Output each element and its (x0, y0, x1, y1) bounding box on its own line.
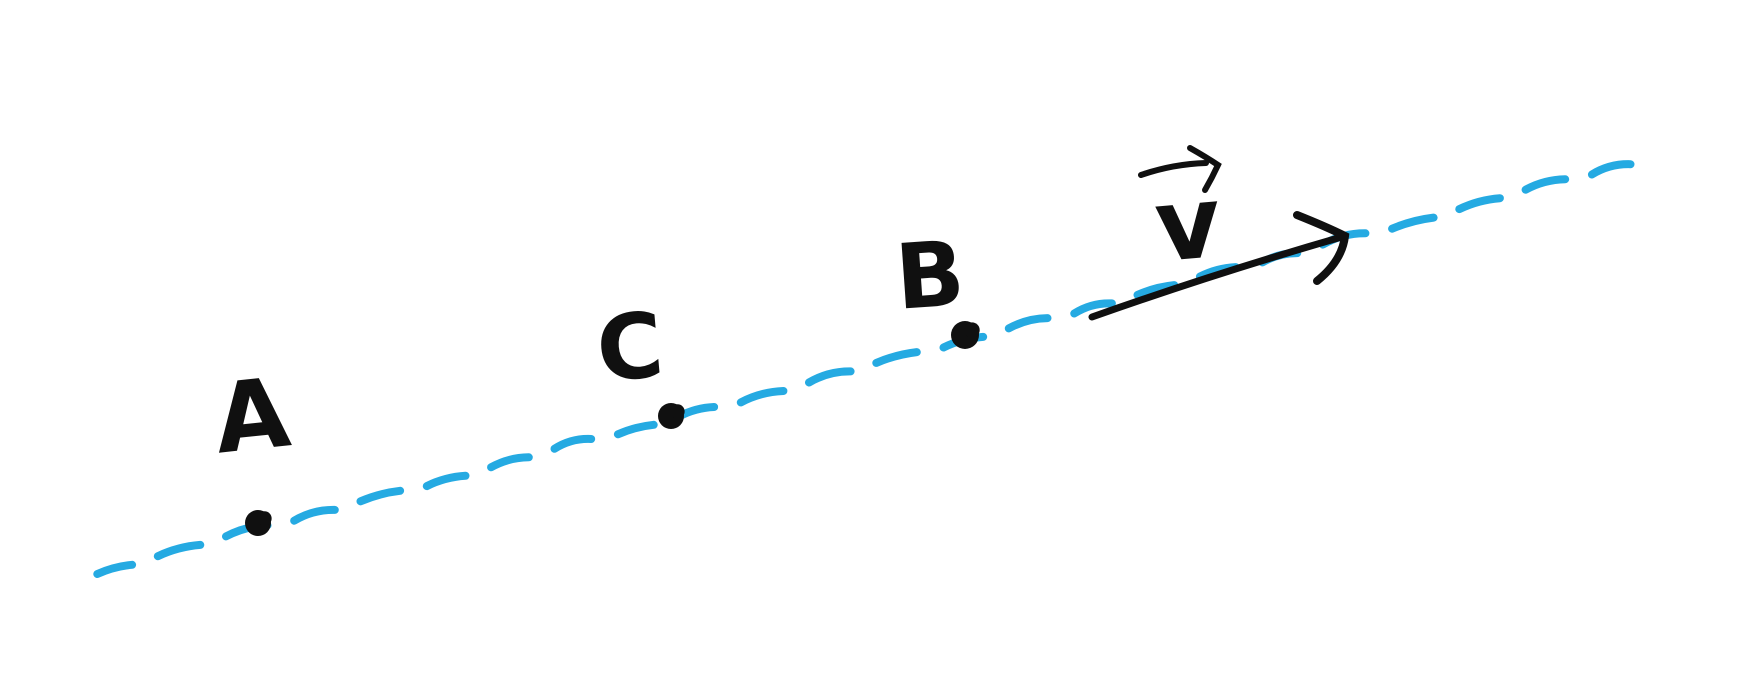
point-dot-ink-blot (964, 322, 980, 338)
dash-segment (1133, 281, 1179, 299)
dash-segment (1070, 299, 1116, 318)
point-label-C: C (593, 293, 668, 403)
dash-segment (422, 471, 470, 491)
dashed-line (93, 160, 1635, 578)
dash-segment (1455, 194, 1504, 214)
point-C: C (593, 293, 685, 429)
point-dot-ink-blot (670, 404, 685, 419)
dash-segment (1521, 175, 1570, 194)
point-label-B: B (892, 221, 968, 331)
vector-hat-shaft (1138, 160, 1209, 178)
dash-segment (487, 453, 533, 472)
dash-segment (290, 505, 339, 525)
dash-segment (736, 387, 788, 407)
dash-segment (613, 420, 658, 439)
vector-line (1088, 232, 1349, 321)
point-B: B (892, 221, 980, 349)
dash-segment (153, 540, 205, 561)
dash-segment (356, 486, 405, 506)
vector-hat-arrow (1138, 145, 1222, 193)
point-dot-ink-blot (257, 511, 272, 526)
vector-label: v (1150, 163, 1225, 285)
dash-segment (872, 348, 921, 367)
point-A: A (209, 356, 295, 536)
dash-segment (1388, 213, 1438, 233)
dash-segment (1587, 160, 1635, 179)
vector-arrowhead (1293, 211, 1350, 285)
dash-segment (1004, 314, 1052, 333)
dash-segment (93, 560, 137, 578)
dash-segment (550, 434, 596, 453)
point-label-A: A (209, 356, 295, 475)
dash-segment (805, 367, 855, 387)
vector-v (1088, 211, 1350, 321)
vector-hat-head (1187, 145, 1222, 193)
